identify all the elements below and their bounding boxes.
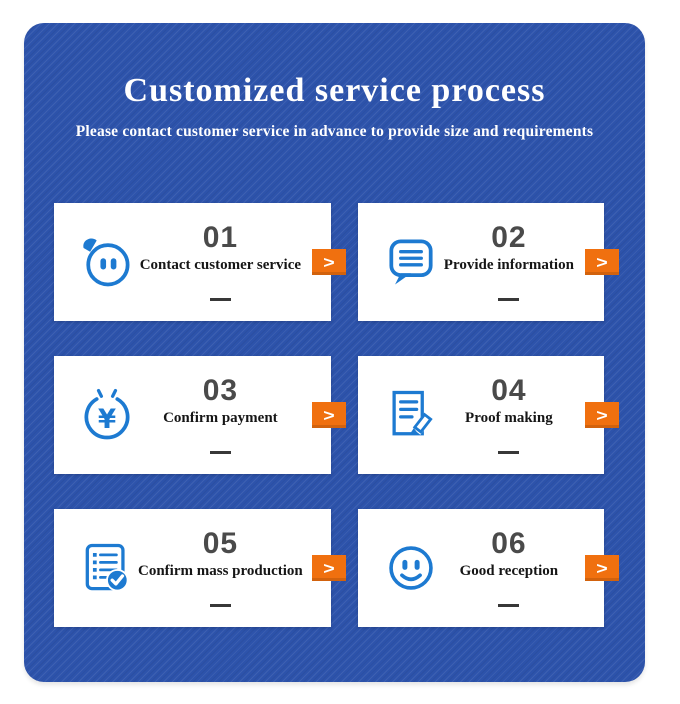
step-text-block: 05 Confirm mass production (138, 529, 303, 607)
steps-grid: 01 Contact customer service > 02 Provide… (54, 203, 619, 627)
step-underline (209, 604, 231, 607)
step-underline (209, 298, 231, 301)
step-card-05: 05 Confirm mass production > (54, 509, 346, 627)
step-label: Provide information (443, 257, 574, 273)
next-step-button[interactable]: > (311, 402, 346, 428)
page-title: Customized service process (123, 72, 546, 109)
step-number: 05 (202, 527, 239, 560)
document-pencil-icon (380, 385, 442, 445)
smiley-face-icon (380, 539, 442, 597)
step-underline (498, 298, 520, 301)
step-underline (209, 451, 231, 454)
checklist-check-icon (76, 538, 138, 598)
page-subtitle: Please contact customer service in advan… (75, 123, 594, 140)
step-number: 03 (202, 374, 239, 407)
next-step-button[interactable]: > (585, 402, 619, 428)
chevron-right-icon: > (323, 405, 335, 425)
next-step-button[interactable]: > (311, 555, 346, 581)
step-text-block: 03 Confirm payment (138, 376, 303, 454)
step-underline (498, 451, 520, 454)
step-text-block: 01 Contact customer service (138, 223, 303, 301)
step-number: 06 (491, 527, 527, 560)
step-label: Confirm mass production (138, 563, 303, 579)
step-number: 01 (202, 221, 239, 254)
step-text-block: 04 Proof making (442, 376, 576, 454)
step-underline (498, 604, 520, 607)
step-card-02: 02 Provide information > (357, 203, 619, 321)
service-process-panel: Customized service process Please contac… (24, 23, 645, 682)
next-step-button[interactable]: > (585, 555, 619, 581)
step-number: 02 (491, 221, 527, 254)
chevron-right-icon: > (596, 558, 608, 578)
next-step-button[interactable]: > (311, 249, 346, 275)
step-text-block: 06 Good reception (442, 529, 576, 607)
step-card-01: 01 Contact customer service > (54, 203, 346, 321)
step-label: Contact customer service (139, 257, 302, 273)
step-label: Proof making (465, 410, 553, 426)
step-label: Confirm payment (163, 410, 278, 426)
chevron-right-icon: > (323, 558, 335, 578)
step-card-04: 04 Proof making > (357, 356, 619, 474)
step-text-block: 02 Provide information (442, 223, 576, 301)
step-card-06: 06 Good reception > (357, 509, 619, 627)
step-label: Good reception (459, 563, 559, 579)
chevron-right-icon: > (596, 252, 608, 272)
step-number: 04 (491, 374, 527, 407)
message-bubble-icon (380, 232, 442, 292)
step-card-03: ¥ 03 Confirm payment > (54, 356, 346, 474)
yuan-payment-icon: ¥ (76, 385, 138, 445)
svg-text:¥: ¥ (98, 405, 116, 435)
chevron-right-icon: > (323, 252, 335, 272)
chat-mascot-icon (76, 232, 138, 292)
chevron-right-icon: > (596, 405, 608, 425)
next-step-button[interactable]: > (585, 249, 619, 275)
